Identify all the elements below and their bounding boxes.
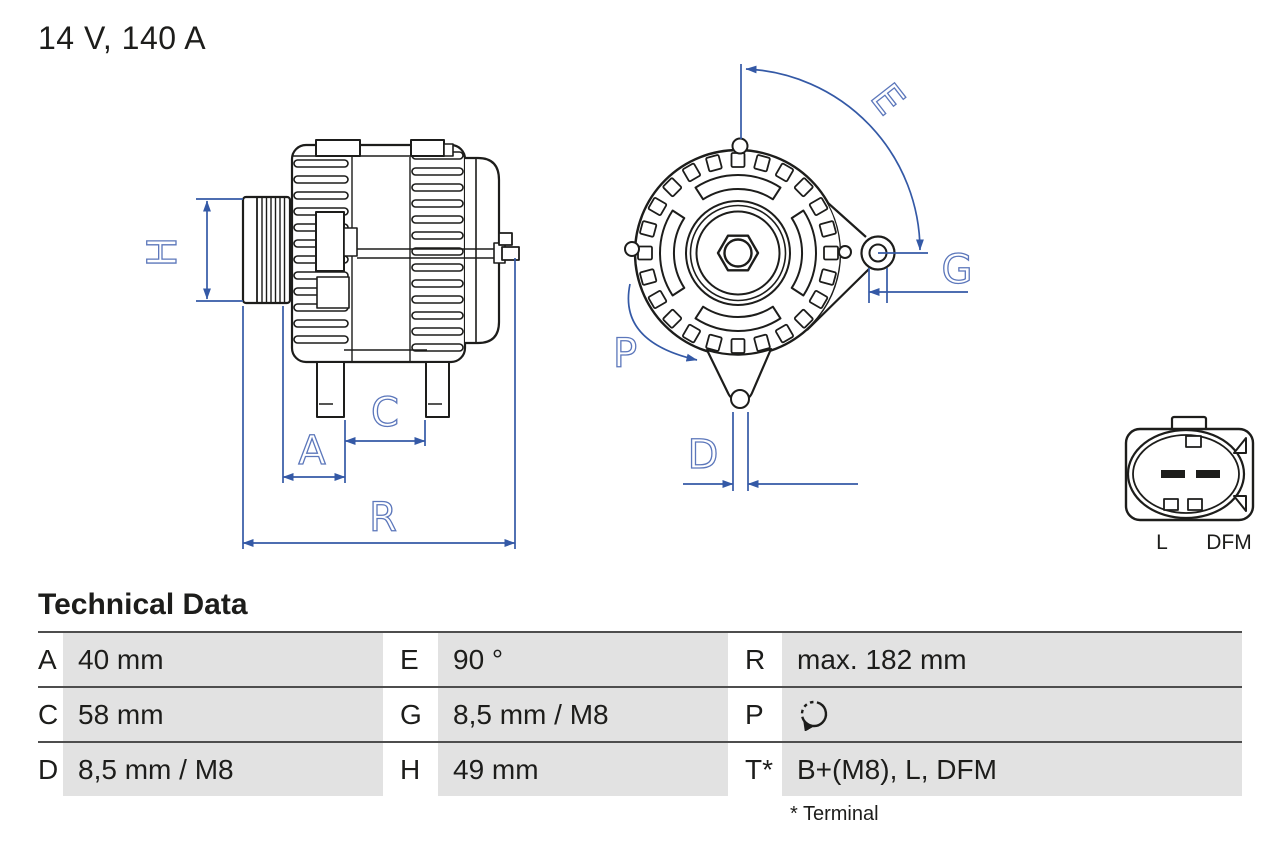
spec-key-t: T* [745,754,773,785]
connector-label-dfm: DFM [1206,531,1252,554]
cooling-fins-rear [411,151,464,352]
connector-diagram: L DFM [1124,415,1255,554]
spec-value-c: 58 mm [63,688,383,741]
table-row: A 40 mm E 90 ° R max. 182 mm [38,631,1242,686]
spec-value-h: 49 mm [438,743,728,796]
dim-label-a: A [298,428,326,474]
spec-value-d: 8,5 mm / M8 [63,743,383,796]
mounting-lug-top [731,137,749,155]
dim-label-r: R [369,495,397,541]
side-view-drawing [241,139,520,418]
spec-key-c: C [38,699,59,730]
technical-data-table: A 40 mm E 90 ° R max. 182 mm C 58 mm G 8… [38,631,1242,825]
spec-value-e: 90 ° [438,633,728,686]
mounting-lug-bottom [705,347,773,409]
spec-key-e: E [400,644,419,675]
connector-pin-dfm [1196,470,1220,478]
terminal-stud-bottom [501,246,520,261]
technical-data-heading: Technical Data [38,588,248,621]
connector-pin-l [1161,470,1185,478]
dim-label-d: D [688,432,719,478]
dim-label-e: E [861,75,913,123]
alternator-technical-drawing: H A C R E G P D L DFM [139,64,1255,554]
terminal-stud-top [498,232,513,246]
spec-key-r: R [745,644,766,675]
mounting-foot-front [316,361,345,418]
mounting-lug-left [624,241,640,257]
dimension-lines [196,64,968,549]
pulley [241,195,292,305]
dim-label-p: P [613,331,637,377]
dim-label-g: G [942,247,973,293]
spec-value-a: 40 mm [63,633,383,686]
spec-key-h: H [400,754,421,785]
spec-key-d: D [38,754,59,785]
mounting-foot-rear [425,361,450,418]
terminal-footnote: * Terminal [790,803,879,825]
front-view-drawing [624,137,896,409]
spec-key-a: A [38,644,57,675]
spec-value-p [782,688,1242,741]
table-row: D 8,5 mm / M8 H 49 mm T* B+(M8), L, DFM [38,741,1242,796]
dim-label-c: C [371,390,399,436]
spec-value-r: max. 182 mm [782,633,1242,686]
rotation-direction-icon [800,700,828,732]
dimension-label-group: H A C R E G P D [139,75,973,542]
connector-label-l: L [1156,531,1168,554]
rating-title: 14 V, 140 A [38,20,207,56]
table-row: C 58 mm G 8,5 mm / M8 P [38,686,1242,741]
spec-value-t: B+(M8), L, DFM [782,743,1242,796]
spec-value-g: 8,5 mm / M8 [438,688,728,741]
spec-key-g: G [400,699,422,730]
spec-key-p: P [745,699,764,730]
dim-label-h: H [140,237,186,267]
